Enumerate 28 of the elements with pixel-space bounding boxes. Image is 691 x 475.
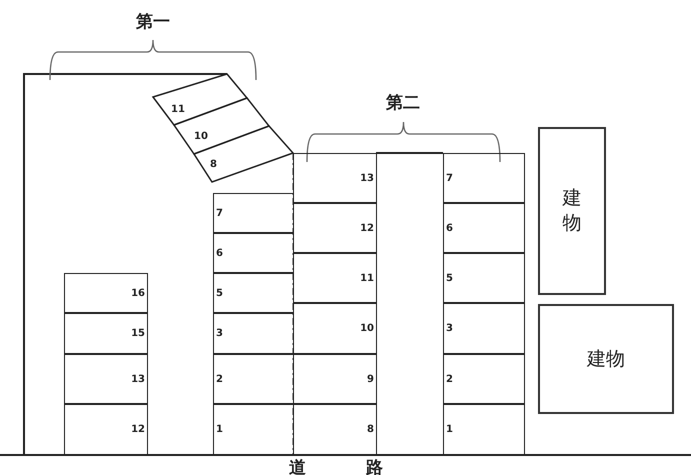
parking-space: 13	[293, 153, 377, 203]
road-label: 道路	[288, 457, 443, 475]
parking-space: 15	[64, 313, 148, 354]
parking-space: 7	[443, 153, 525, 203]
section-label: 第一	[136, 11, 170, 33]
parking-space: 6	[443, 203, 525, 253]
parking-space: 2	[443, 354, 525, 404]
building: 建物	[538, 304, 674, 414]
parking-space: 12	[64, 404, 148, 455]
parking-space: 2	[213, 354, 294, 404]
parking-space: 7	[213, 193, 294, 233]
parking-space: 9	[293, 354, 377, 404]
parking-space: 13	[64, 354, 148, 404]
building: 建物	[538, 127, 606, 295]
parking-space: 5	[443, 253, 525, 303]
parking-space: 8	[293, 404, 377, 455]
parking-space: 6	[213, 233, 294, 273]
parking-space: 3	[443, 303, 525, 354]
section-label: 第二	[386, 92, 420, 114]
parking-space: 3	[213, 313, 294, 354]
parking-space: 16	[64, 273, 148, 313]
parking-space: 11	[293, 253, 377, 303]
parking-space: 10	[293, 303, 377, 354]
parking-space: 5	[213, 273, 294, 313]
parking-space: 11	[153, 74, 247, 125]
parking-space: 1	[443, 404, 525, 455]
parking-space: 1	[213, 404, 294, 455]
parking-space: 12	[293, 203, 377, 253]
